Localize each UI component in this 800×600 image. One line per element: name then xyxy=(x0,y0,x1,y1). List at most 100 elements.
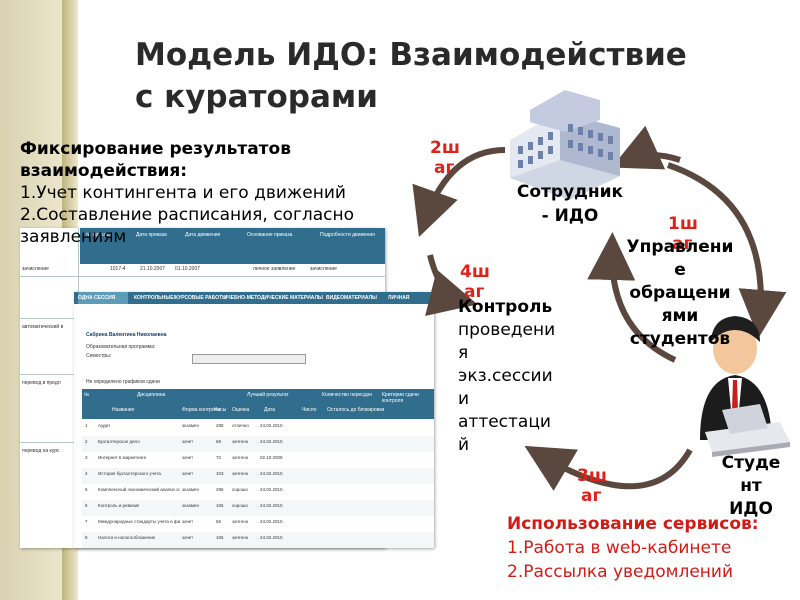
recording-item-2: 2.Составление расписания, согласно xyxy=(20,205,355,225)
table-cell-n: 1 xyxy=(85,423,88,428)
page-title: Модель ИДО: Взаимодействие с кураторами xyxy=(135,34,785,118)
table-row: 7 Международные стандарты учета и финансо… xyxy=(82,516,434,533)
session-rows: 1 Аудит экзамен 288 отлично 24.02.2010 2 Бухгал… xyxy=(82,420,434,548)
table-cell-name: Интернет в маркетинге xyxy=(98,455,147,460)
services-item-1: 1.Работа в web-кабинете xyxy=(507,538,732,558)
session-table-header: № Дисциплина Лучший результат Количество… xyxy=(82,389,434,419)
table-cell-grade: зачтено xyxy=(232,455,249,460)
table-cell-form: зачет xyxy=(182,439,194,444)
table-cell-date: 24.02.2010 xyxy=(260,439,283,444)
contingent-row-1: зачисление xyxy=(22,266,49,272)
table-cell-name: История бухгалтерского учета xyxy=(98,471,161,476)
table-cell-grade: хорошо xyxy=(232,487,248,492)
arrow-recording-to-control xyxy=(425,254,478,316)
table-cell-hours: 72 xyxy=(216,455,222,460)
session-tabs-bar: ОДНА СЕССИЯ КОНТРОЛЬНЫЕ/КУРСОВЫЕ РАБОТЫ … xyxy=(74,292,434,313)
program-label: Образовательная программа: xyxy=(86,344,156,350)
table-cell-name: Контроль и ревизия xyxy=(98,503,140,508)
table-cell-date: 24.02.2010 xyxy=(260,535,283,540)
title-line-2: с кураторами xyxy=(135,79,378,115)
table-cell-hours: 103 xyxy=(216,471,224,476)
tab-session[interactable]: ОДНА СЕССИЯ xyxy=(78,292,128,304)
table-cell-name: Комплексный экономический анализ хозяйст… xyxy=(98,487,180,492)
table-cell-grade: зачтено xyxy=(232,535,249,540)
table-cell-form: зачет xyxy=(182,455,194,460)
contingent-table-header: № приказа Дата приказа Дата движения Осн… xyxy=(80,228,385,264)
table-cell-form: зачет xyxy=(182,471,194,476)
semester-pager[interactable] xyxy=(192,354,306,364)
table-cell-n: 3 xyxy=(85,455,88,460)
recording-block: Фиксирование результатов взаимодействия:… xyxy=(20,138,420,248)
table-cell-n: 6 xyxy=(85,503,88,508)
table-cell-hours: 106 xyxy=(216,535,224,540)
table-cell-form: экзамен xyxy=(182,503,199,508)
table-cell-grade: зачтено xyxy=(232,519,249,524)
recording-heading-2: взаимодействия: xyxy=(20,161,188,181)
arrow-to-employee xyxy=(611,125,681,170)
title-line-1: Модель ИДО: Взаимодействие xyxy=(135,37,687,73)
table-cell-grade: хорошо xyxy=(232,503,248,508)
recording-item-2b: заявлениям xyxy=(20,227,127,247)
table-cell-date: 24.02.2010 xyxy=(260,519,283,524)
semester-label: Семестры: xyxy=(86,353,112,359)
services-block: Использование сервисов: 1.Работа в web-к… xyxy=(507,512,800,584)
table-cell-grade: отлично xyxy=(232,423,249,428)
table-row: 8 Налоги и налогообложение зачет 106 зачтено… xyxy=(82,532,434,548)
recording-item-1: 1.Учет контингента и его движений xyxy=(20,183,346,203)
table-cell-n: 5 xyxy=(85,487,88,492)
table-cell-grade: зачтено xyxy=(232,471,249,476)
table-cell-form: экзамен xyxy=(182,423,199,428)
table-cell-name: Аудит xyxy=(98,423,111,428)
session-screenshot: ОДНА СЕССИЯ КОНТРОЛЬНЫЕ/КУРСОВЫЕ РАБОТЫ … xyxy=(74,292,434,548)
employee-label: Сотрудник- ИДО xyxy=(516,182,624,226)
table-cell-grade: зачтено xyxy=(232,439,249,444)
table-cell-name: Международные стандарты учета и финансов… xyxy=(98,519,180,524)
table-cell-hours: 106 xyxy=(216,503,224,508)
services-item-2: 2.Рассылка уведомлений xyxy=(507,562,734,582)
table-cell-form: зачет xyxy=(182,519,194,524)
table-cell-n: 4 xyxy=(85,471,88,476)
table-cell-hours: 56 xyxy=(216,519,222,524)
table-cell-n: 8 xyxy=(85,535,88,540)
table-cell-date: 24.02.2010 xyxy=(260,471,283,476)
notice-text: Не определено графиков сдачи xyxy=(86,379,160,385)
table-cell-date: 02.10.2009 xyxy=(260,455,283,460)
table-cell-n: 2 xyxy=(85,439,88,444)
tab-materials[interactable]: УЧЕБНО-МЕТОДИЧЕСКИЕ МАТЕРИАЛЫ xyxy=(224,295,323,301)
tab-video[interactable]: ВИДЕОМАТЕРИАЛЫ xyxy=(326,295,377,301)
table-cell-hours: 286 xyxy=(216,487,224,492)
contingent-row-4: перевод на курс xyxy=(22,448,60,454)
contingent-row-3: перевод в предл xyxy=(22,380,61,386)
arrow-student-to-control xyxy=(524,445,693,491)
arrow-management-to-student xyxy=(667,162,787,338)
recording-heading-1: Фиксирование результатов xyxy=(20,139,291,159)
table-cell-date: 24.02.2010 xyxy=(260,503,283,508)
student-name: Сабрина Валентина Николаевна xyxy=(86,332,167,338)
table-cell-name: Бухгалтерское дело xyxy=(98,439,140,444)
tab-coursework[interactable]: КОНТРОЛЬНЫЕ/КУРСОВЫЕ РАБОТЫ xyxy=(134,295,228,301)
contingent-row-2: автоматический в xyxy=(22,324,64,330)
table-cell-date: 24.02.2010 xyxy=(260,487,283,492)
table-cell-hours: 68 xyxy=(216,439,222,444)
table-cell-n: 7 xyxy=(85,519,88,524)
table-cell-date: 24.02.2010 xyxy=(260,423,283,428)
table-cell-hours: 288 xyxy=(216,423,224,428)
arrow-employee-to-recording xyxy=(412,147,506,237)
table-cell-form: зачет xyxy=(182,535,194,540)
table-cell-form: экзамен xyxy=(182,487,199,492)
arrow-student-to-management xyxy=(587,232,677,363)
table-cell-name: Налоги и налогообложение xyxy=(98,535,156,540)
tab-personal-card[interactable]: ЛИЧНАЯ КАРТОЧКА xyxy=(388,295,415,313)
services-heading: Использование сервисов: xyxy=(507,514,759,534)
